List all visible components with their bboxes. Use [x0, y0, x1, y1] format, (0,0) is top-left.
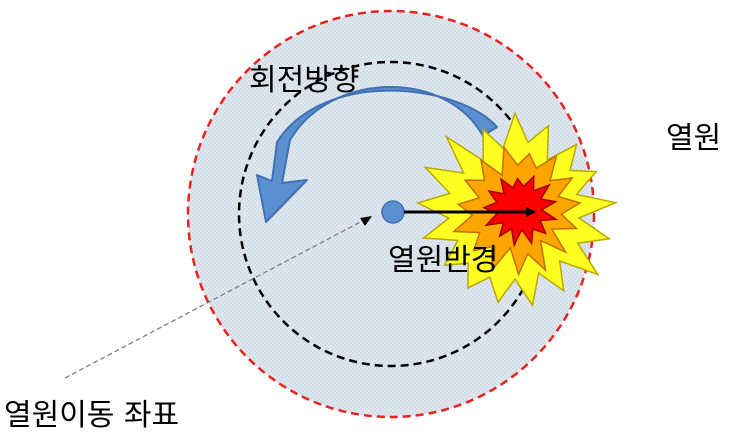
heat-source-label: 열원 [666, 121, 721, 156]
pointer-arrowhead-icon [360, 216, 372, 226]
heat-source-coordinate-label: 열원이동 좌표 [4, 398, 179, 433]
rotation-arrow-icon [256, 86, 498, 223]
rotation-direction-label: 회전방향 [249, 63, 359, 98]
heat-source-radius-label: 열원반경 [388, 243, 498, 278]
coordinate-pointer-line [64, 217, 369, 379]
center-dot [381, 200, 405, 224]
heat-source-burst-icon [415, 111, 619, 308]
